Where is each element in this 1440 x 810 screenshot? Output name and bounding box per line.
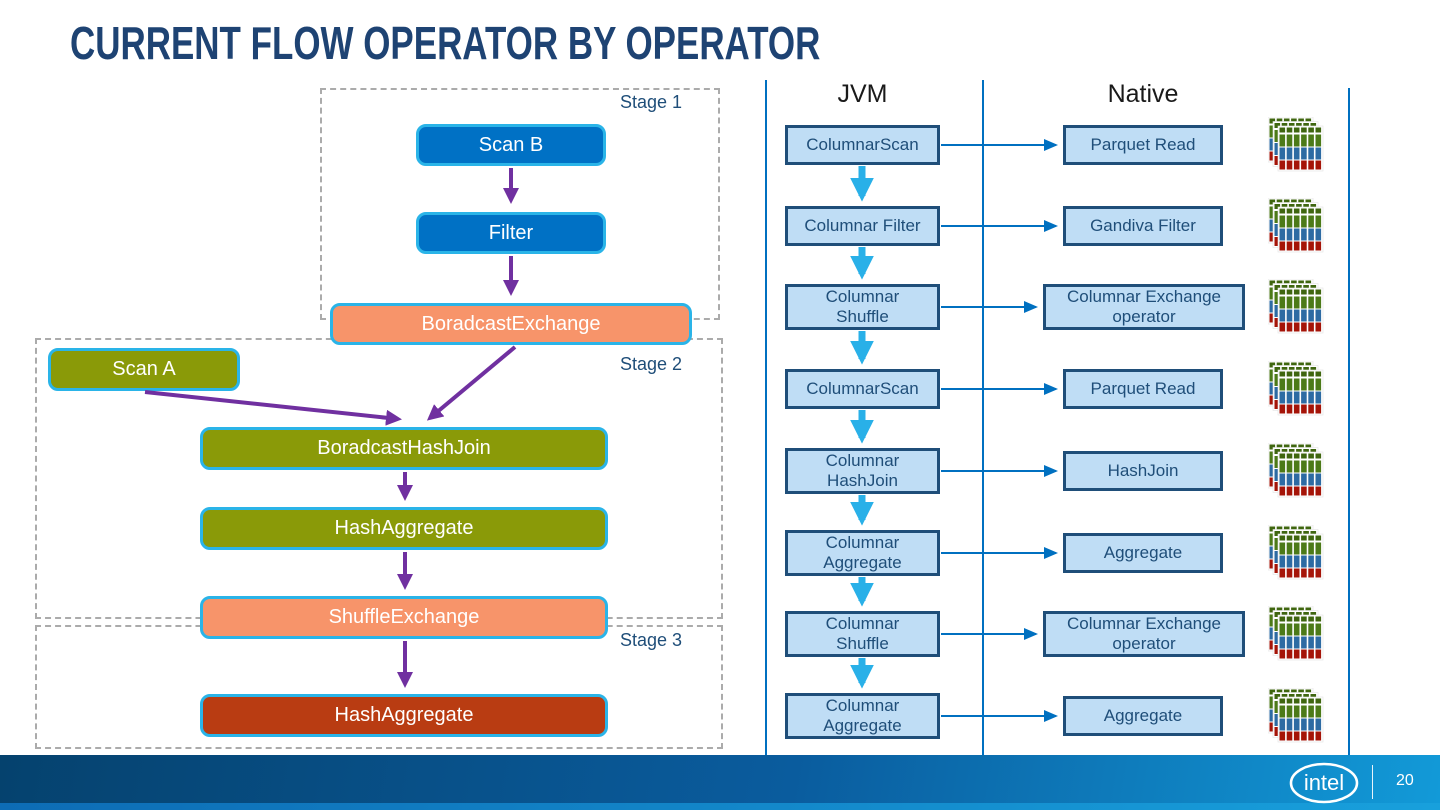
jvm-box: ColumnarScan xyxy=(785,125,940,165)
page-title: CURRENT FLOW OPERATOR BY OPERATOR xyxy=(70,17,821,69)
stage1-label: Stage 1 xyxy=(620,92,683,112)
jvm-box: Columnar HashJoin xyxy=(785,448,940,494)
native-box: HashJoin xyxy=(1063,451,1223,491)
footer-accent-strip xyxy=(0,803,1440,810)
jvm-box: Columnar Shuffle xyxy=(785,284,940,330)
broadcast-exchange-node: BoradcastExchange xyxy=(330,303,692,345)
jvm-column-header: JVM xyxy=(837,80,888,108)
jvm-native-divider-line xyxy=(982,80,984,755)
jvm-to-native-arrows xyxy=(941,139,1058,722)
columnar-batch-icon xyxy=(1268,361,1326,417)
native-box: Gandiva Filter xyxy=(1063,206,1223,246)
native-box: Aggregate xyxy=(1063,533,1223,573)
native-box: Columnar Exchange operator xyxy=(1043,611,1245,657)
right-edge-divider-line xyxy=(1348,88,1350,755)
columnar-batch-icon xyxy=(1268,525,1326,581)
left-column-divider-line xyxy=(765,80,767,755)
scan-b-node: Scan B xyxy=(416,124,606,166)
columnar-batch-icon xyxy=(1268,279,1326,335)
jvm-box: Columnar Shuffle xyxy=(785,611,940,657)
native-box: Columnar Exchange operator xyxy=(1043,284,1245,330)
jvm-box: Columnar Filter xyxy=(785,206,940,246)
filter-node: Filter xyxy=(416,212,606,254)
native-box: Aggregate xyxy=(1063,696,1223,736)
jvm-box: Columnar Aggregate xyxy=(785,693,940,739)
jvm-box: Columnar Aggregate xyxy=(785,530,940,576)
scan-a-node: Scan A xyxy=(48,348,240,391)
stage2-label: Stage 2 xyxy=(620,354,683,374)
intel-logo-text: intel xyxy=(1304,770,1344,795)
stage3-label: Stage 3 xyxy=(620,630,683,650)
hash-aggregate-stage3-node: HashAggregate xyxy=(200,694,608,737)
page-number: 20 xyxy=(1396,772,1414,789)
footer-bar xyxy=(0,755,1440,810)
shuffle-exchange-node: ShuffleExchange xyxy=(200,596,608,639)
footer-divider xyxy=(1372,765,1373,799)
columnar-batch-icon xyxy=(1268,443,1326,499)
native-box: Parquet Read xyxy=(1063,125,1223,165)
native-box: Parquet Read xyxy=(1063,369,1223,409)
intel-logo: intel xyxy=(1289,762,1359,804)
columnar-batch-icon xyxy=(1268,606,1326,662)
hash-aggregate-stage2-node: HashAggregate xyxy=(200,507,608,550)
broadcast-hash-join-node: BoradcastHashJoin xyxy=(200,427,608,470)
columnar-batch-icon xyxy=(1268,198,1326,254)
columnar-batch-icon xyxy=(1268,688,1326,744)
columnar-batch-icon xyxy=(1268,117,1326,173)
native-column-header: Native xyxy=(1107,80,1179,108)
jvm-box: ColumnarScan xyxy=(785,369,940,409)
stage1-boundary xyxy=(320,88,720,320)
